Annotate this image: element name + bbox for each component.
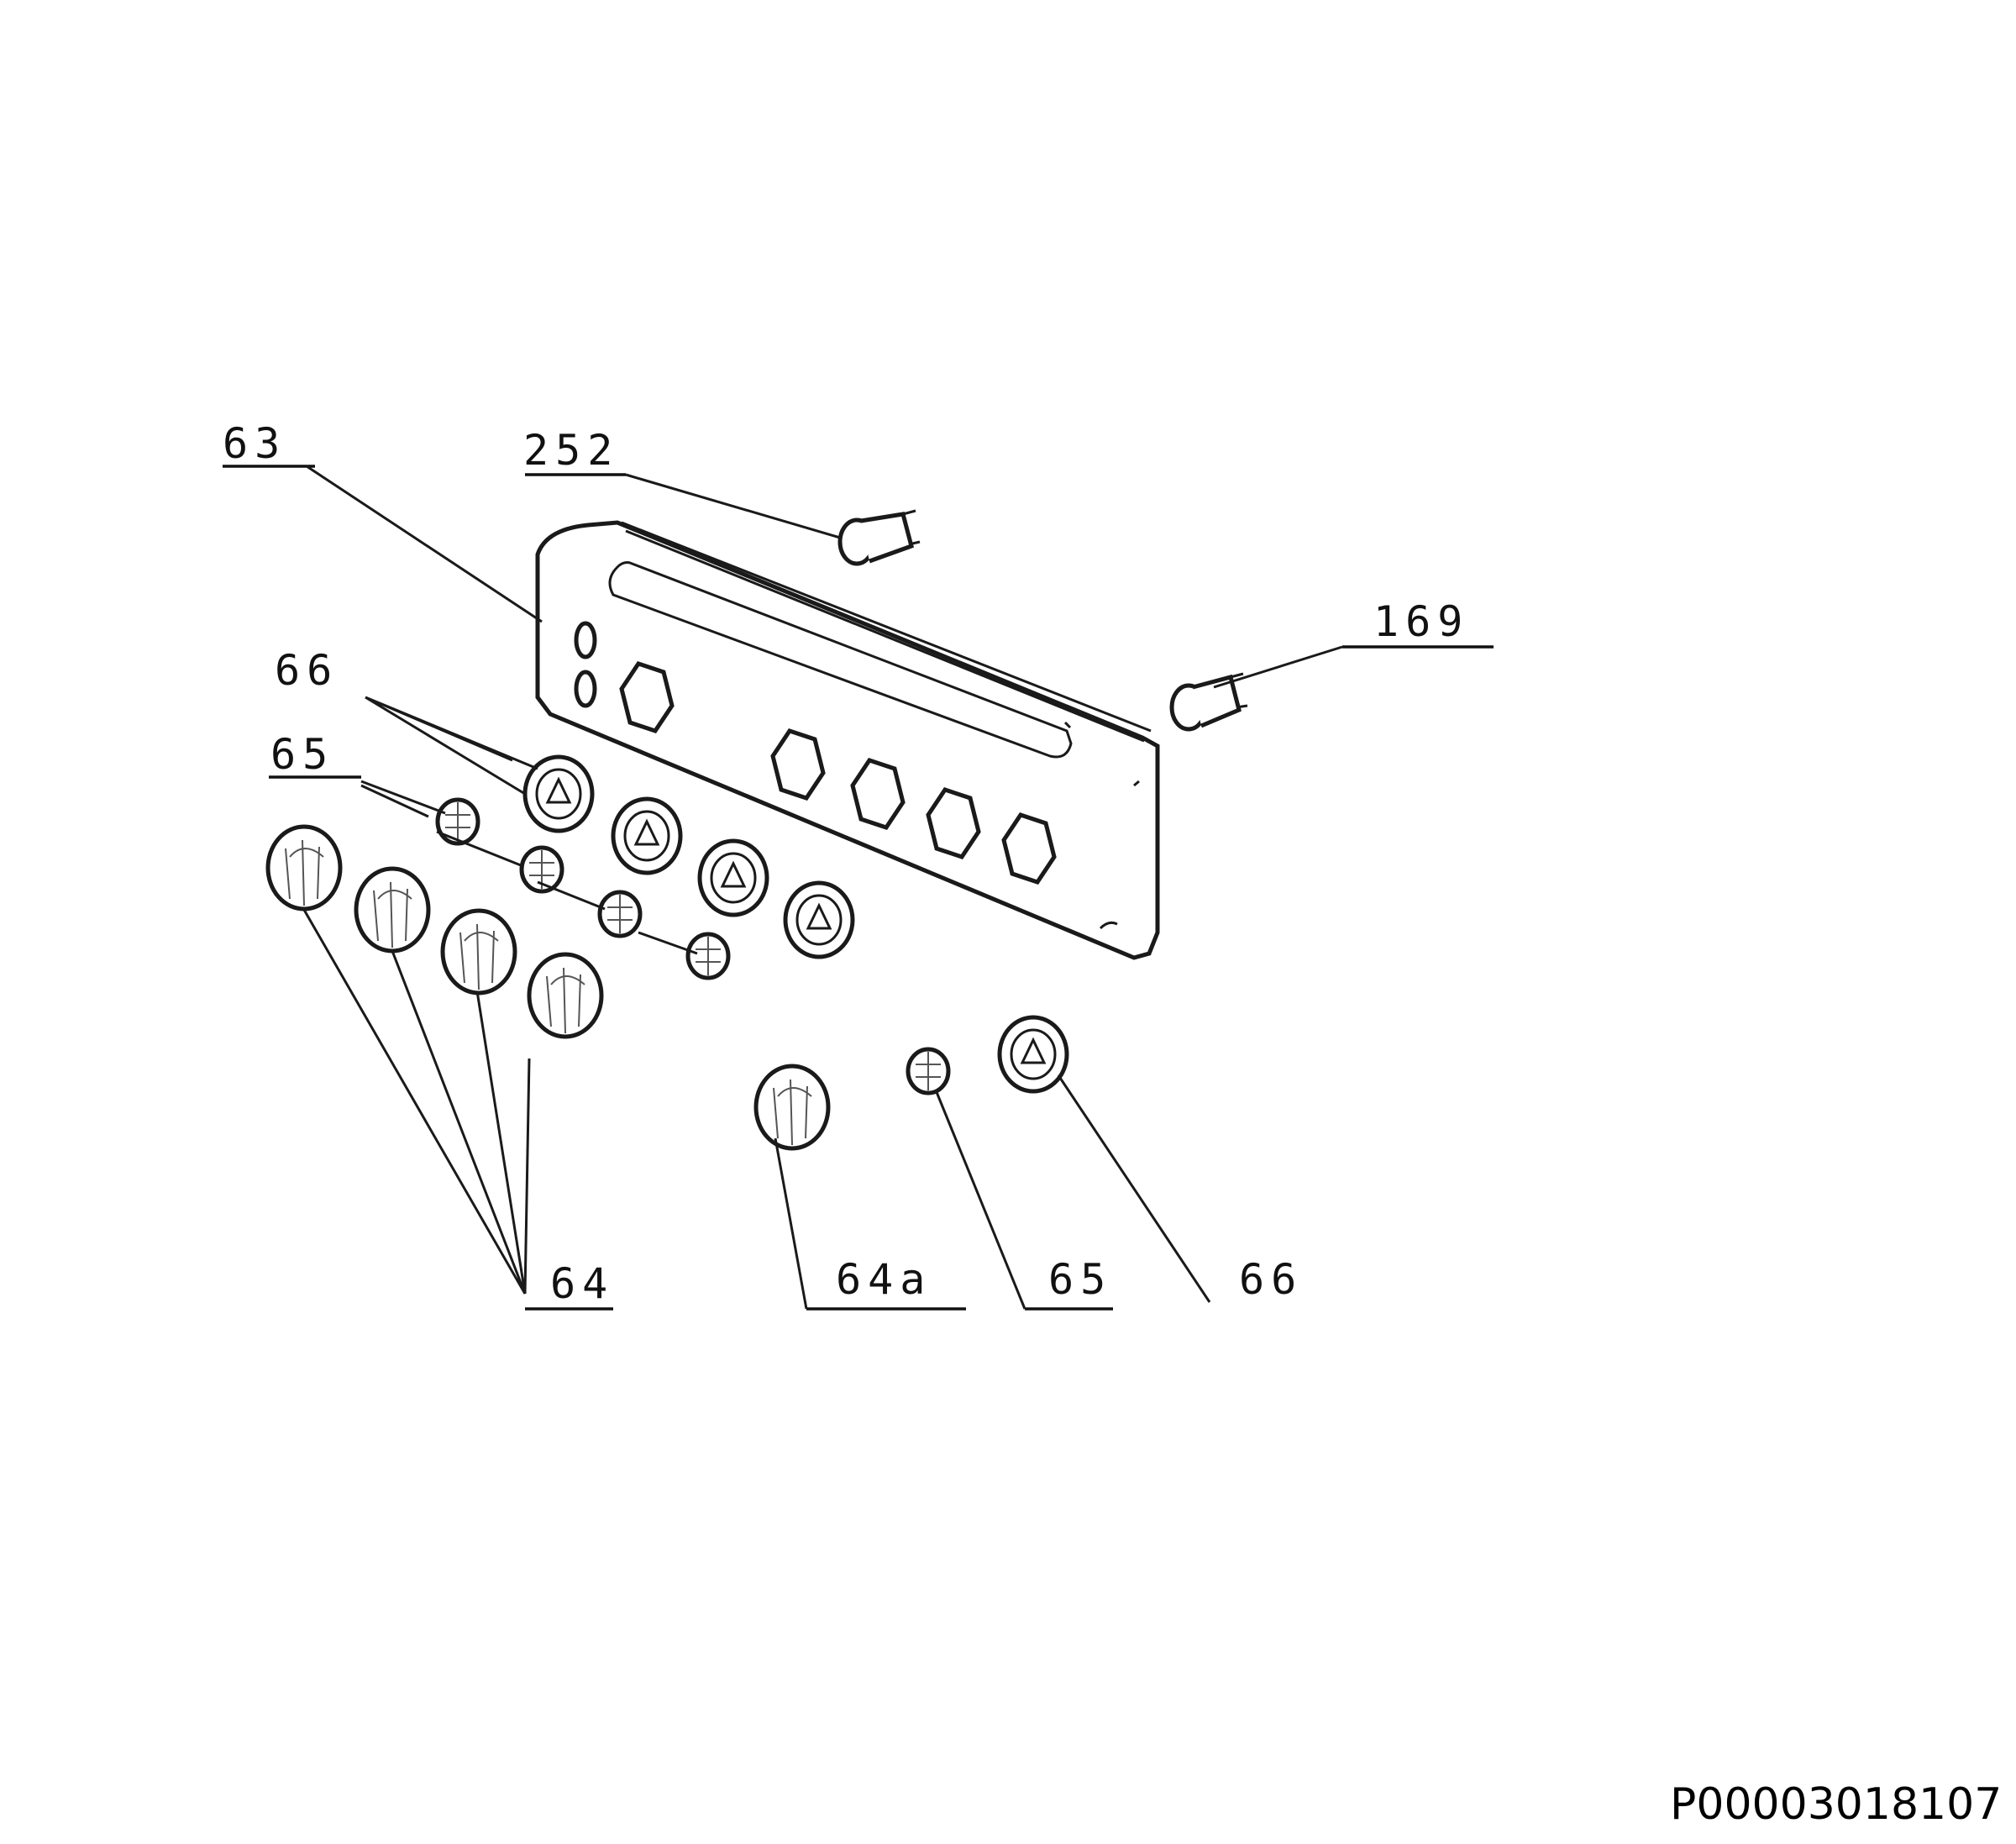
callout-65-top: 65 <box>270 730 334 779</box>
indicator-lamp-252 <box>837 509 921 566</box>
indicator-lamp-169 <box>1169 672 1248 732</box>
bezel-ring <box>522 754 595 833</box>
bezel-rings <box>522 754 1069 1094</box>
leader-lines <box>223 465 1494 1311</box>
callout-64: 64 <box>550 1259 614 1308</box>
control-knobs <box>265 824 831 1151</box>
bezel-ring <box>997 1015 1069 1094</box>
callout-169: 169 <box>1373 597 1469 646</box>
bezel-ring <box>783 880 855 959</box>
bezel-ring <box>611 796 683 875</box>
knob-adapters <box>435 797 951 1095</box>
callout-64a: 64a <box>836 1255 932 1304</box>
control-panel <box>535 520 1160 960</box>
knob-64a <box>753 1064 831 1151</box>
callout-65-bottom: 65 <box>1048 1255 1112 1304</box>
callout-252: 252 <box>523 426 619 475</box>
callout-66-top: 66 <box>275 646 339 695</box>
bezel-ring <box>697 838 769 917</box>
callout-63: 63 <box>223 419 286 468</box>
callout-66-bottom: 66 <box>1239 1255 1303 1304</box>
document-id: P00003018107 <box>1670 1779 2002 1830</box>
